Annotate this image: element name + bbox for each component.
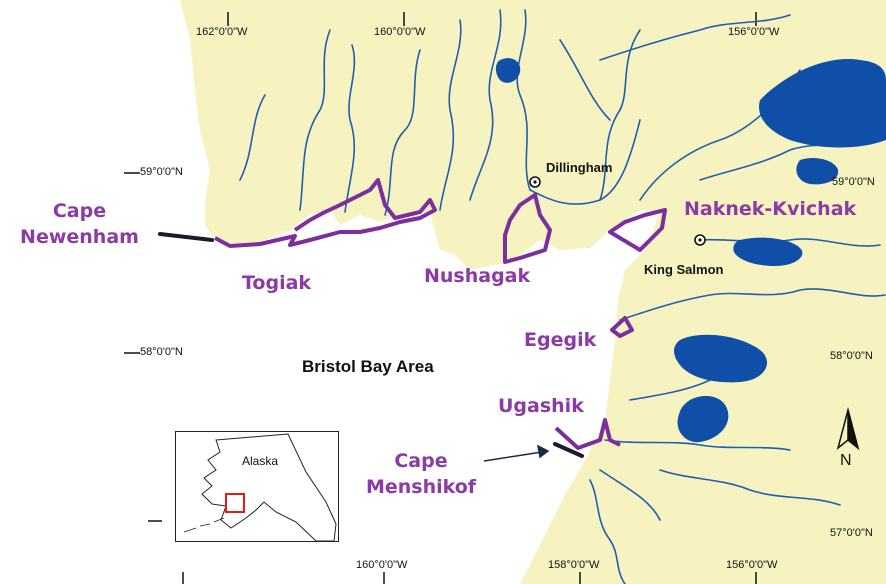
lon-label-top-3: 156°0'0"W: [728, 26, 780, 38]
district-label-naknek: Naknek-Kvichak: [684, 198, 857, 220]
egegik-boundary: [610, 316, 634, 338]
cape-label-menshikof: Cape Menshikof: [346, 448, 496, 500]
land-peninsula: [520, 205, 886, 584]
cape-label-newenham: Cape Newenham: [2, 198, 157, 250]
cape-label-newenham-line2: Newenham: [20, 226, 139, 248]
nushagak-boundary: [503, 193, 552, 264]
cape-label-menshikof-line2: Menshikof: [365, 476, 477, 498]
district-label-ugashik: Ugashik: [498, 395, 584, 417]
cape-menshikof-line: [553, 442, 584, 458]
inset-label-alaska: Alaska: [242, 454, 279, 468]
lon-label-top-2: 160°0'0"W: [374, 26, 426, 38]
ugashik-boundary: [554, 418, 621, 450]
inset-alaska-shape: [201, 433, 337, 541]
inset-study-area-box: [225, 493, 245, 513]
north-arrow-icon: [836, 407, 860, 451]
naknek-boundary: [608, 208, 667, 252]
lon-label-bottom-2: 158°0'0"W: [548, 559, 600, 571]
district-label-togiak: Togiak: [242, 272, 312, 294]
lat-label-right-3: 57°0'0"N: [830, 527, 873, 539]
inset-map-canvas: [183, 433, 337, 541]
lat-label-left-1: 59°0'0"N: [140, 166, 183, 178]
area-title: Bristol Bay Area: [302, 357, 434, 376]
cape-label-newenham-line1: Cape: [52, 200, 107, 222]
lat-label-right-1: 59°0'0"N: [832, 176, 875, 188]
district-label-nushagak: Nushagak: [424, 265, 531, 287]
togiak-boundary: [214, 178, 437, 248]
lon-label-bottom-3: 156°0'0"W: [726, 559, 778, 571]
district-boundaries: [214, 178, 667, 450]
graticule-ticks: [124, 12, 757, 584]
lon-label-top-1: 162°0'0"W: [196, 26, 248, 38]
lon-label-bottom-1: 160°0'0"W: [356, 559, 408, 571]
inset-map: Alaska: [175, 431, 339, 542]
lakes: [495, 58, 886, 443]
land: [180, 0, 886, 584]
north-arrow-label: N: [840, 452, 852, 469]
cape-newenham-line: [158, 232, 214, 242]
cape-lines: [158, 232, 584, 458]
town-label-dillingham: Dillingham: [546, 160, 613, 175]
lat-label-right-2: 58°0'0"N: [830, 350, 873, 362]
cape-pointer-arrow: [483, 444, 550, 462]
inset-aleutians: [183, 517, 225, 533]
cape-label-menshikof-line1: Cape: [394, 450, 448, 472]
town-label-king-salmon: King Salmon: [644, 262, 724, 277]
lat-label-left-2: 58°0'0"N: [140, 346, 183, 358]
district-label-egegik: Egegik: [524, 329, 597, 351]
land-north: [180, 0, 886, 270]
